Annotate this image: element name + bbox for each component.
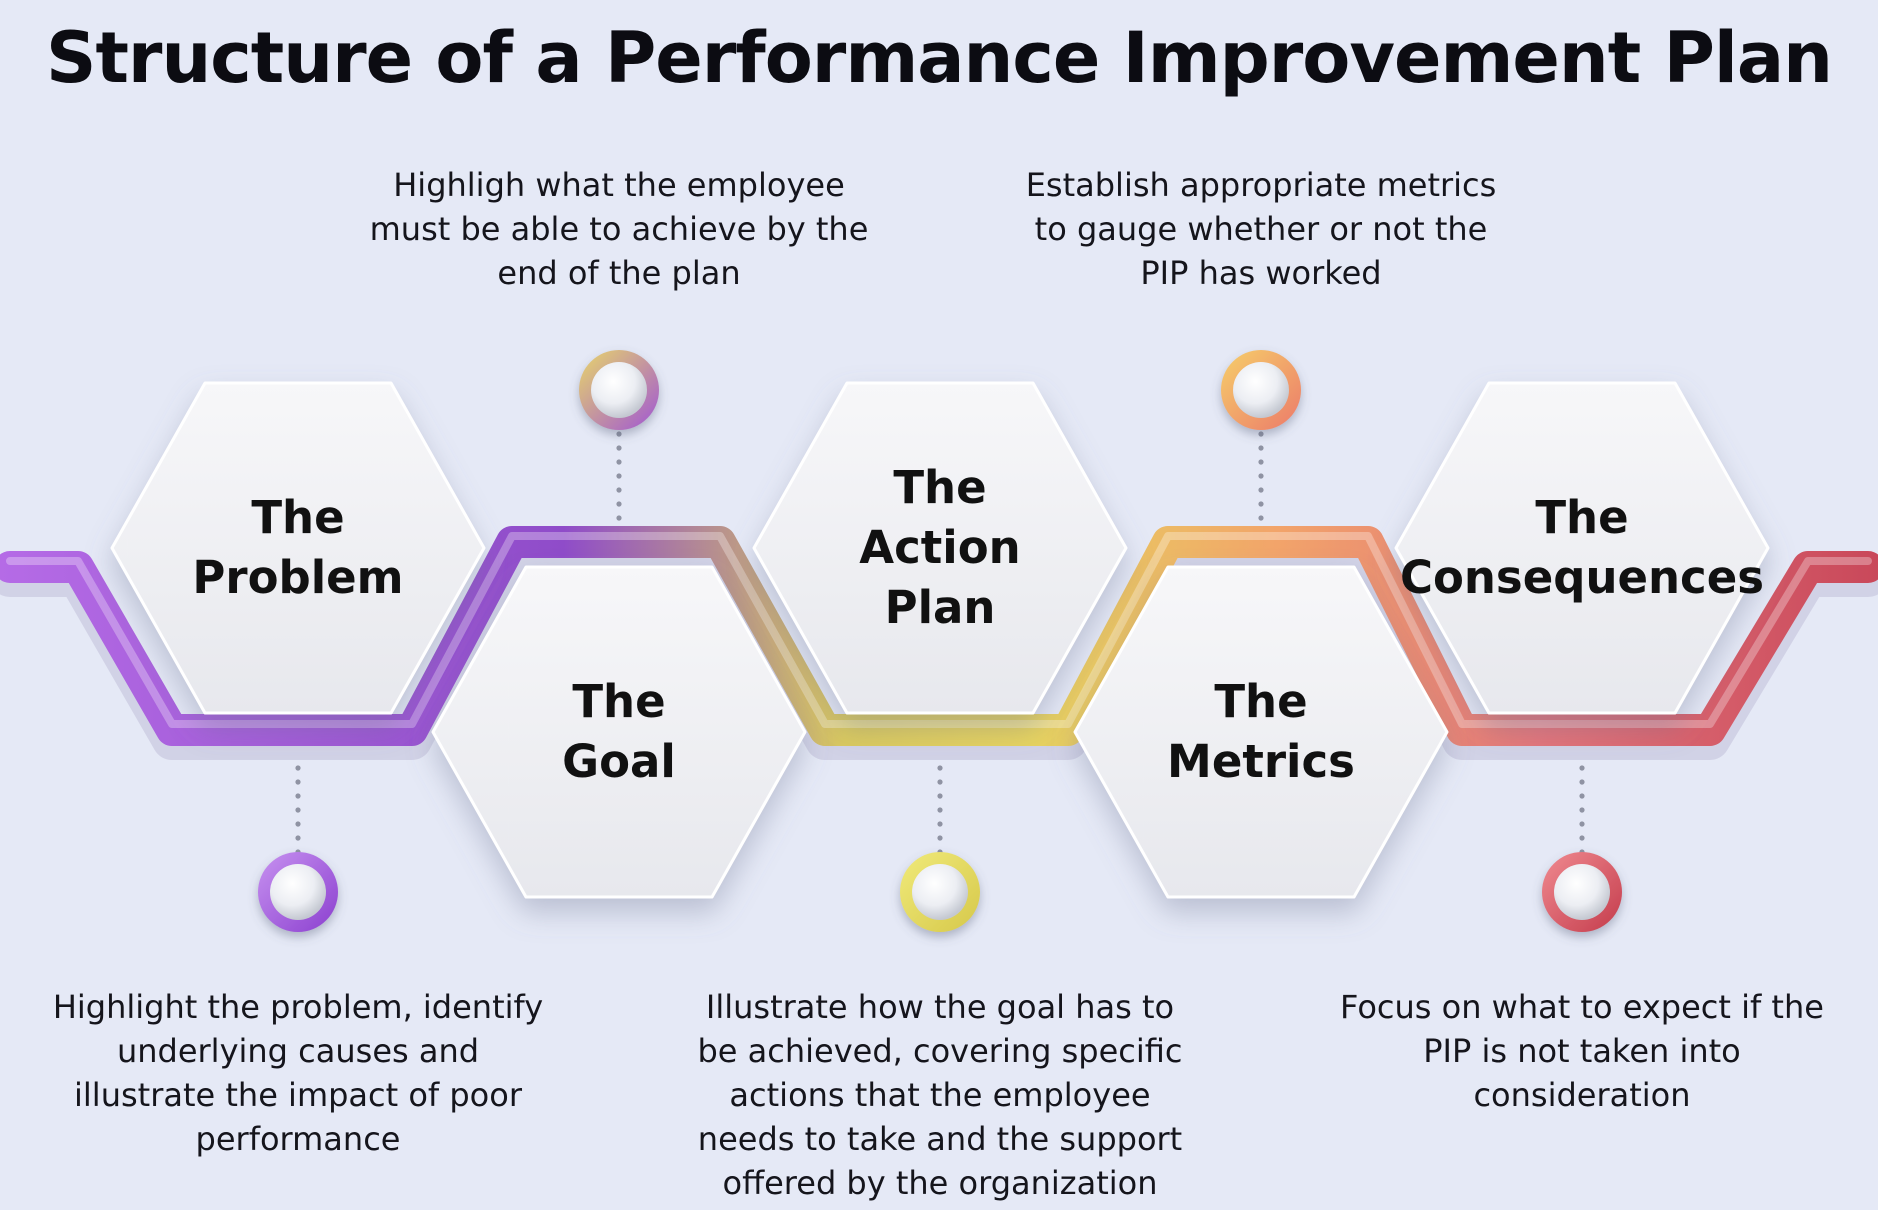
step-title-line: The bbox=[572, 675, 666, 728]
connector-dot bbox=[937, 765, 943, 771]
connector-dot bbox=[1258, 431, 1264, 437]
ribbon-highlight bbox=[6, 532, 1872, 728]
connector-dot bbox=[295, 793, 301, 799]
description-line: PIP is not taken into bbox=[1423, 1032, 1741, 1070]
connector-dot bbox=[1579, 821, 1585, 827]
connector-dot bbox=[616, 501, 622, 507]
connector-dot bbox=[295, 835, 301, 841]
connector-dot bbox=[1258, 487, 1264, 493]
connector-dot bbox=[616, 473, 622, 479]
description-line: Illustrate how the goal has to bbox=[705, 988, 1175, 1026]
connector-dot bbox=[616, 515, 622, 521]
connector-dot bbox=[1579, 793, 1585, 799]
step-description-action-plan: Illustrate how the goal has to be achieve… bbox=[680, 985, 1200, 1205]
ribbon-band bbox=[0, 526, 1878, 746]
connector-dot bbox=[1579, 835, 1585, 841]
page-title: Structure of a Performance Improvement P… bbox=[46, 17, 1833, 99]
step-title-line: Goal bbox=[562, 735, 676, 788]
description-line: offered by the organization bbox=[722, 1164, 1158, 1202]
connector-dot bbox=[616, 431, 622, 437]
connector-dot bbox=[295, 821, 301, 827]
marker-ball-action-plan bbox=[912, 864, 968, 920]
description-line: Focus on what to expect if the bbox=[1340, 988, 1824, 1026]
connector-dot bbox=[937, 807, 943, 813]
connector-dot bbox=[1579, 765, 1585, 771]
step-title-line: Action bbox=[859, 521, 1021, 574]
connector-dot bbox=[295, 779, 301, 785]
description-line: must be able to achieve by the bbox=[369, 210, 869, 248]
connector-dot bbox=[616, 459, 622, 465]
connector-dot bbox=[295, 807, 301, 813]
hexagon-metrics bbox=[1073, 565, 1449, 899]
hexagon-goal bbox=[431, 565, 807, 899]
step-title-line: Problem bbox=[192, 551, 404, 604]
description-line: consideration bbox=[1473, 1076, 1691, 1114]
description-line: end of the plan bbox=[497, 254, 741, 292]
connector-dot bbox=[1258, 515, 1264, 521]
hexagon-consequences bbox=[1394, 381, 1770, 715]
description-line: Highlight the problem, identify bbox=[52, 988, 544, 1026]
connector-dot bbox=[616, 487, 622, 493]
step-description-metrics: Establish appropriate metrics to gauge wh… bbox=[1001, 163, 1521, 295]
description-line: Establish appropriate metrics bbox=[1025, 166, 1497, 204]
connector-dot bbox=[1258, 501, 1264, 507]
description-line: actions that the employee bbox=[729, 1076, 1151, 1114]
step-title-line: Consequences bbox=[1399, 551, 1765, 604]
step-title-line: The bbox=[1214, 675, 1308, 728]
marker-ball-metrics bbox=[1233, 362, 1289, 418]
marker-ball-goal bbox=[591, 362, 647, 418]
step-title-line: The bbox=[251, 491, 345, 544]
connector-dot bbox=[937, 821, 943, 827]
hexagon-action-plan bbox=[752, 381, 1128, 715]
connector-dot bbox=[1579, 807, 1585, 813]
connector-dot bbox=[295, 765, 301, 771]
description-line: underlying causes and bbox=[116, 1032, 480, 1070]
description-line: needs to take and the support bbox=[697, 1120, 1183, 1158]
connector-dot bbox=[616, 445, 622, 451]
hexagon-problem bbox=[110, 381, 486, 715]
marker-ball-consequences bbox=[1554, 864, 1610, 920]
description-line: Highligh what the employee bbox=[393, 166, 845, 204]
connector-dot bbox=[1258, 473, 1264, 479]
description-line: to gauge whether or not the bbox=[1034, 210, 1488, 248]
connector-dot bbox=[1579, 779, 1585, 785]
connector-dot bbox=[1258, 445, 1264, 451]
connector-dot bbox=[1258, 459, 1264, 465]
step-description-goal: Highligh what the employee must be able t… bbox=[359, 163, 879, 295]
connector-dot bbox=[937, 793, 943, 799]
step-description-problem: Highlight the problem, identify underlyin… bbox=[38, 985, 558, 1161]
description-line: be achieved, covering specific bbox=[697, 1032, 1183, 1070]
step-title-line: The bbox=[1535, 491, 1629, 544]
marker-ball-problem bbox=[270, 864, 326, 920]
connector-dot bbox=[937, 779, 943, 785]
step-title-line: Metrics bbox=[1167, 735, 1355, 788]
connector-ribbon bbox=[0, 526, 1878, 760]
description-line: performance bbox=[195, 1120, 401, 1158]
description-line: PIP has worked bbox=[1140, 254, 1382, 292]
step-title-line: Plan bbox=[884, 581, 996, 634]
step-title-line: The bbox=[893, 461, 987, 514]
description-line: illustrate the impact of poor bbox=[74, 1076, 522, 1114]
connector-dot bbox=[937, 835, 943, 841]
